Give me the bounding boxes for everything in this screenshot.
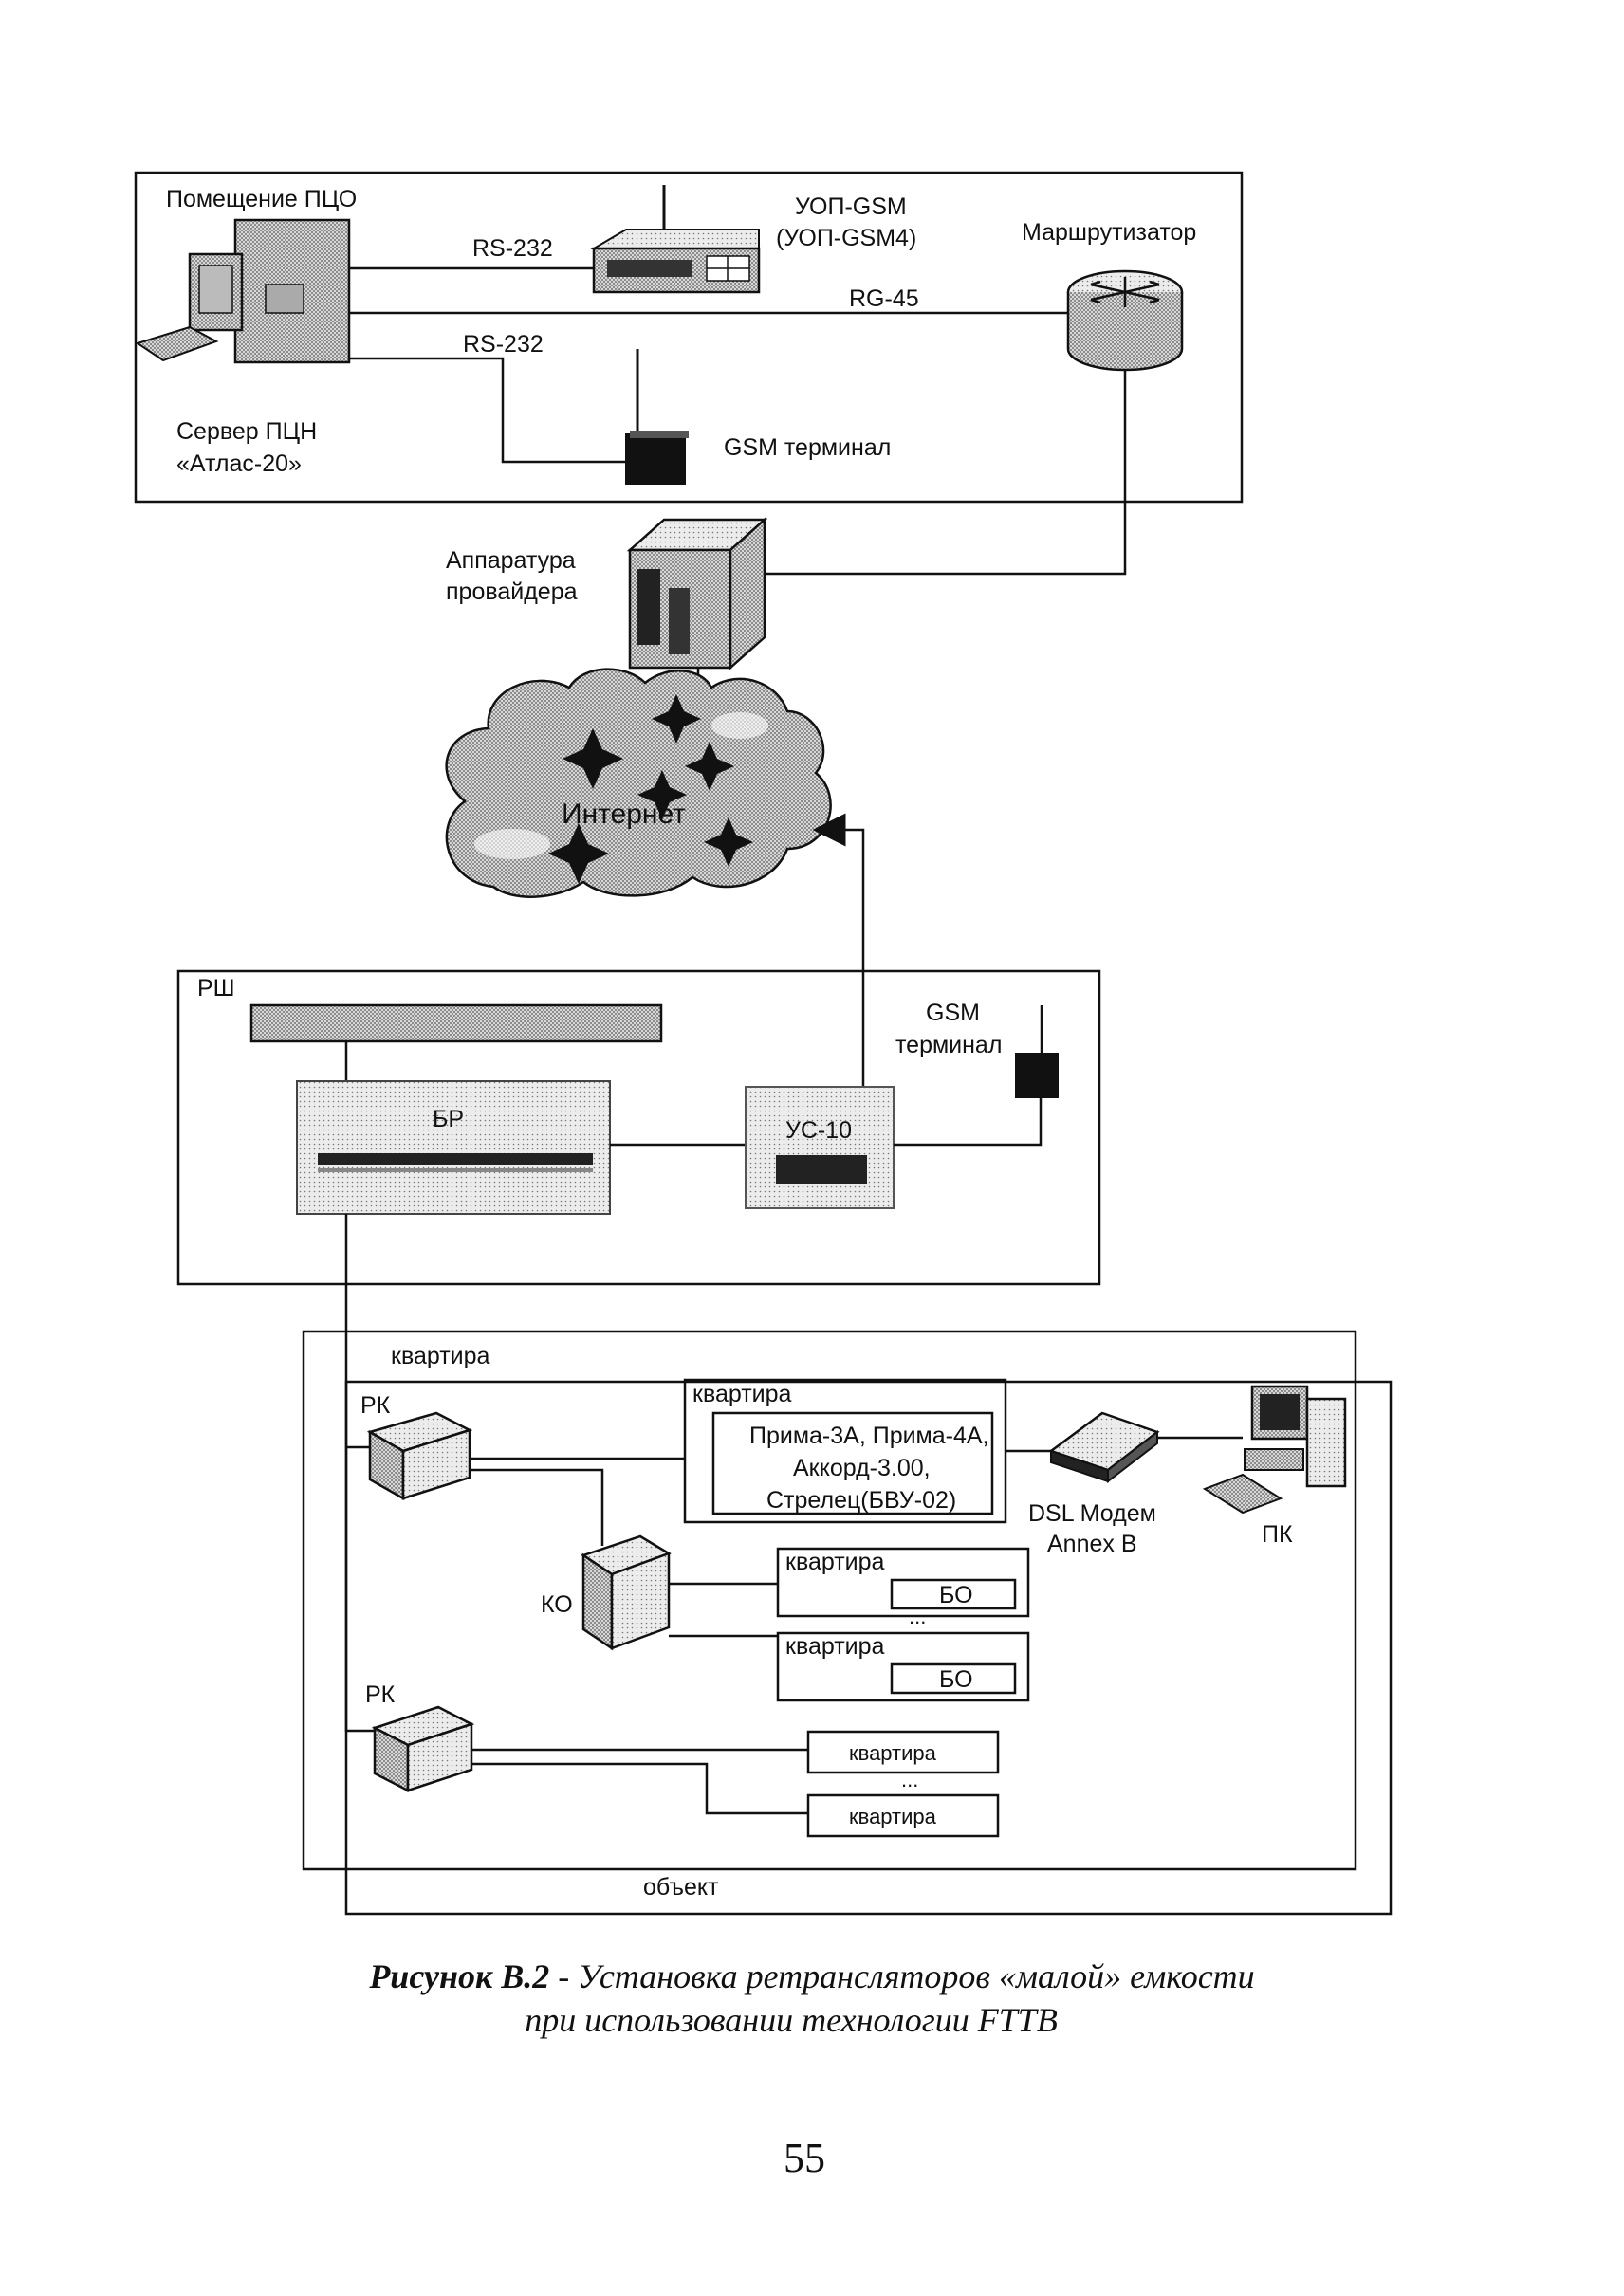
gsm-terminal-icon <box>625 349 689 485</box>
rk-bottom-box-icon <box>371 1705 475 1793</box>
rk-bottom-label: РК <box>365 1681 396 1708</box>
br-block-icon <box>296 1080 611 1215</box>
link-rs232-bottom-label: RS-232 <box>463 331 544 358</box>
provider-equipment-icon <box>626 517 768 670</box>
figure-caption: Рисунок В.2 - Установка ретрансляторов «… <box>368 1957 1254 2039</box>
pc-icon <box>1202 1385 1347 1515</box>
rk-apartment-1-label: квартира <box>849 1741 937 1765</box>
router-icon <box>1066 269 1184 372</box>
us10-device-icon <box>745 1086 895 1209</box>
ko-apartment-1-bo: БО <box>939 1582 973 1608</box>
apartment-devices-title: квартира <box>692 1381 792 1407</box>
rsh-cabinet-group: РШ БР УС-10 GSM терминал <box>176 969 1101 1286</box>
rsh-gsm-terminal-icon <box>1015 1005 1059 1098</box>
uop-gsm-device-icon <box>590 185 761 294</box>
internet-label: Интернет <box>562 799 686 830</box>
pc-label: ПК <box>1262 1521 1293 1548</box>
ko-apartment-1: квартира БО <box>776 1547 1030 1618</box>
ko-label: КО <box>541 1591 573 1618</box>
rk-top-label: РК <box>360 1392 391 1419</box>
rk-ellipsis: ... <box>901 1768 918 1791</box>
link-us10-internet-arrow <box>812 813 865 1102</box>
caption-figure-number: Рисунок В.2 <box>368 1957 549 1995</box>
rsh-gsm-label-line2: терминал <box>895 1032 1002 1058</box>
rsh-frame <box>176 969 1101 1286</box>
pco-room-frame <box>134 171 1244 504</box>
apartment-frame <box>302 1330 1357 1871</box>
link-rk-apartment-2 <box>471 1762 808 1815</box>
gsm-terminal-label: GSM терминал <box>724 434 891 461</box>
apartment-device-line-3: Стрелец(БВУ-02) <box>766 1487 956 1514</box>
link-rg45-label: RG-45 <box>849 285 919 312</box>
ko-apartment-2: квартира БО <box>776 1631 1030 1702</box>
caption-line-1: Рисунок В.2 - Установка ретрансляторов «… <box>368 1957 1254 1995</box>
ko-apartment-2-bo: БО <box>939 1666 973 1693</box>
ko-apartment-1-title: квартира <box>785 1549 885 1575</box>
rk-top-box-icon <box>366 1411 473 1501</box>
rsh-gsm-label-line1: GSM <box>926 1000 980 1026</box>
patch-panel-icon <box>249 1003 663 1043</box>
internet-cloud-icon <box>445 668 832 898</box>
link-rk-ko <box>470 1468 604 1546</box>
apartment-device-line-2: Аккорд-3.00, <box>793 1455 931 1481</box>
link-us10-gsm <box>894 1098 1043 1147</box>
dsl-modem-icon <box>1048 1411 1160 1484</box>
caption-dash: - <box>549 1957 578 1995</box>
page-number: 55 <box>784 2135 825 2181</box>
object-label: объект <box>643 1874 719 1901</box>
us10-label: УС-10 <box>785 1117 852 1144</box>
ko-ellipsis: ... <box>909 1605 926 1628</box>
ko-apartment-2-title: квартира <box>785 1633 885 1660</box>
caption-line-2: при использовании технологии FTTB <box>525 2001 1058 2039</box>
building-group: квартира объект РК квартира Прима-3А, Пр… <box>302 1330 1393 1916</box>
server-label-line1: Сервер ПЦН <box>176 418 317 445</box>
server-computer-icon <box>135 218 351 364</box>
link-rs232-top-label: RS-232 <box>472 235 553 262</box>
rk-apartment-2-label: квартира <box>849 1805 937 1828</box>
link-router-provider <box>765 370 1127 576</box>
uop-gsm-label-line2: (УОП-GSM4) <box>776 225 916 251</box>
link-rs232-bottom <box>349 357 626 464</box>
object-frame <box>344 1380 1393 1916</box>
uop-gsm-label-line1: УОП-GSM <box>795 193 907 220</box>
dsl-modem-label-line1: DSL Модем <box>1028 1500 1156 1527</box>
apartment-devices-inner <box>711 1411 994 1515</box>
pco-room-group: Помещение ПЦО Сервер ПЦН «Атлас-20» RS-2… <box>134 171 1244 504</box>
provider-label-line1: Аппаратура <box>446 547 576 574</box>
server-label-line2: «Атлас-20» <box>176 450 302 477</box>
building-apartment-title: квартира <box>391 1343 490 1369</box>
provider-label-line2: провайдера <box>446 579 578 605</box>
router-label: Маршрутизатор <box>1022 219 1196 246</box>
ko-box-icon <box>581 1534 672 1651</box>
rsh-title: РШ <box>197 975 235 1001</box>
caption-text-1: Установка ретрансляторов «малой» емкости <box>578 1957 1254 1995</box>
dsl-modem-label-line2: Annex B <box>1047 1531 1137 1557</box>
apartment-device-line-1: Прима-3А, Прима-4А, <box>749 1423 989 1449</box>
pco-room-title: Помещение ПЦО <box>166 186 357 212</box>
br-label: БР <box>433 1106 464 1132</box>
rk-apartment-2: квартира <box>806 1793 1000 1838</box>
rk-apartment-1: квартира <box>806 1730 1000 1774</box>
